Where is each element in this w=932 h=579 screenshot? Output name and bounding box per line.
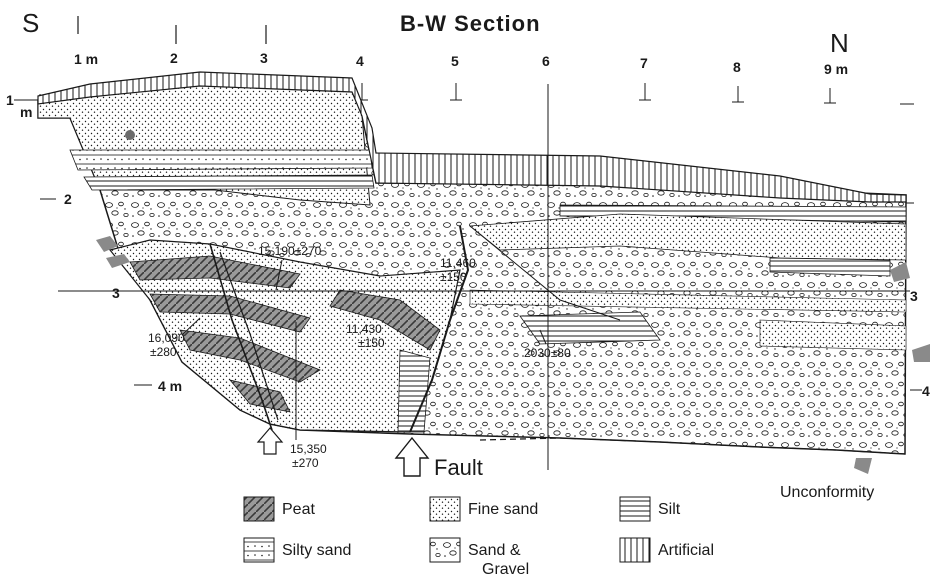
- depth-right-4: 4: [922, 383, 930, 399]
- legend-swatch-fine-sand: [430, 497, 460, 521]
- depth-label-3: 3: [112, 285, 120, 301]
- legend-label-fine-sand: Fine sand: [468, 501, 538, 518]
- tick-label-9m: 9 m: [824, 61, 848, 77]
- tick-label-1m: 1 m: [74, 51, 98, 67]
- date-11430-error: ±150: [358, 336, 385, 350]
- tick-marks: [356, 83, 914, 104]
- date-16090-error: ±280: [150, 345, 177, 359]
- legend-label-artificial: Artificial: [658, 542, 714, 559]
- depth-label-4m: 4 m: [158, 378, 182, 394]
- date-16090: 16,090: [148, 331, 185, 345]
- north-label: N: [830, 28, 849, 58]
- depth-right-3: 3: [910, 288, 918, 304]
- sample-arrow: [258, 428, 282, 454]
- legend-label-silt: Silt: [658, 501, 681, 518]
- depth-label-1: 1: [6, 92, 14, 108]
- legend-swatch-silty-sand: [244, 538, 274, 562]
- legend-swatch-silt: [620, 497, 650, 521]
- legend-label-sand-gravel-2: Gravel: [482, 561, 529, 578]
- section-title: B-W Section: [400, 11, 541, 36]
- tick-label-7: 7: [640, 55, 648, 71]
- date-15190: 15,190±270: [258, 244, 322, 258]
- date-15350: 15,350: [290, 442, 327, 456]
- silt-band-left: [84, 175, 374, 190]
- tick-label-4: 4: [356, 53, 364, 69]
- fault-arrow: [396, 438, 428, 476]
- legend-swatch-peat: [244, 497, 274, 521]
- legend-label-silty-sand: Silty sand: [282, 542, 351, 559]
- legend-label-sand-gravel: Sand &: [468, 542, 521, 559]
- tick-label-3: 3: [260, 50, 268, 66]
- silty-sand-band: [70, 150, 372, 170]
- tick-label-5: 5: [451, 53, 459, 69]
- date-11460: 11,460: [440, 256, 476, 270]
- legend: Peat Fine sand Silt Silty sand Sand & Gr…: [244, 497, 714, 578]
- legend-label-peat: Peat: [282, 501, 315, 518]
- sample-dot: [125, 130, 135, 140]
- depth-label-1-unit: m: [20, 104, 32, 120]
- tick-label-6: 6: [542, 53, 550, 69]
- fault-label: Fault: [434, 455, 483, 480]
- legend-swatch-artificial: [620, 538, 650, 562]
- arrow-right-lower: [912, 344, 930, 362]
- south-label: S: [22, 8, 39, 38]
- unconformity-label: Unconformity: [780, 484, 874, 501]
- tick-label-8: 8: [733, 59, 741, 75]
- depth-label-2: 2: [64, 191, 72, 207]
- tick-label-2: 2: [170, 50, 178, 66]
- cross-section: [38, 72, 910, 470]
- silt-lens-middle: [520, 312, 660, 344]
- date-11460-error: ±150: [440, 270, 467, 284]
- date-15350-error: ±270: [292, 456, 319, 470]
- date-2030: 2030±80: [524, 346, 571, 360]
- legend-swatch-sand-gravel: [430, 538, 460, 562]
- date-11430: 11,430: [346, 322, 382, 336]
- arrow-unconformity: [854, 458, 872, 474]
- silt-wedge: [398, 350, 430, 432]
